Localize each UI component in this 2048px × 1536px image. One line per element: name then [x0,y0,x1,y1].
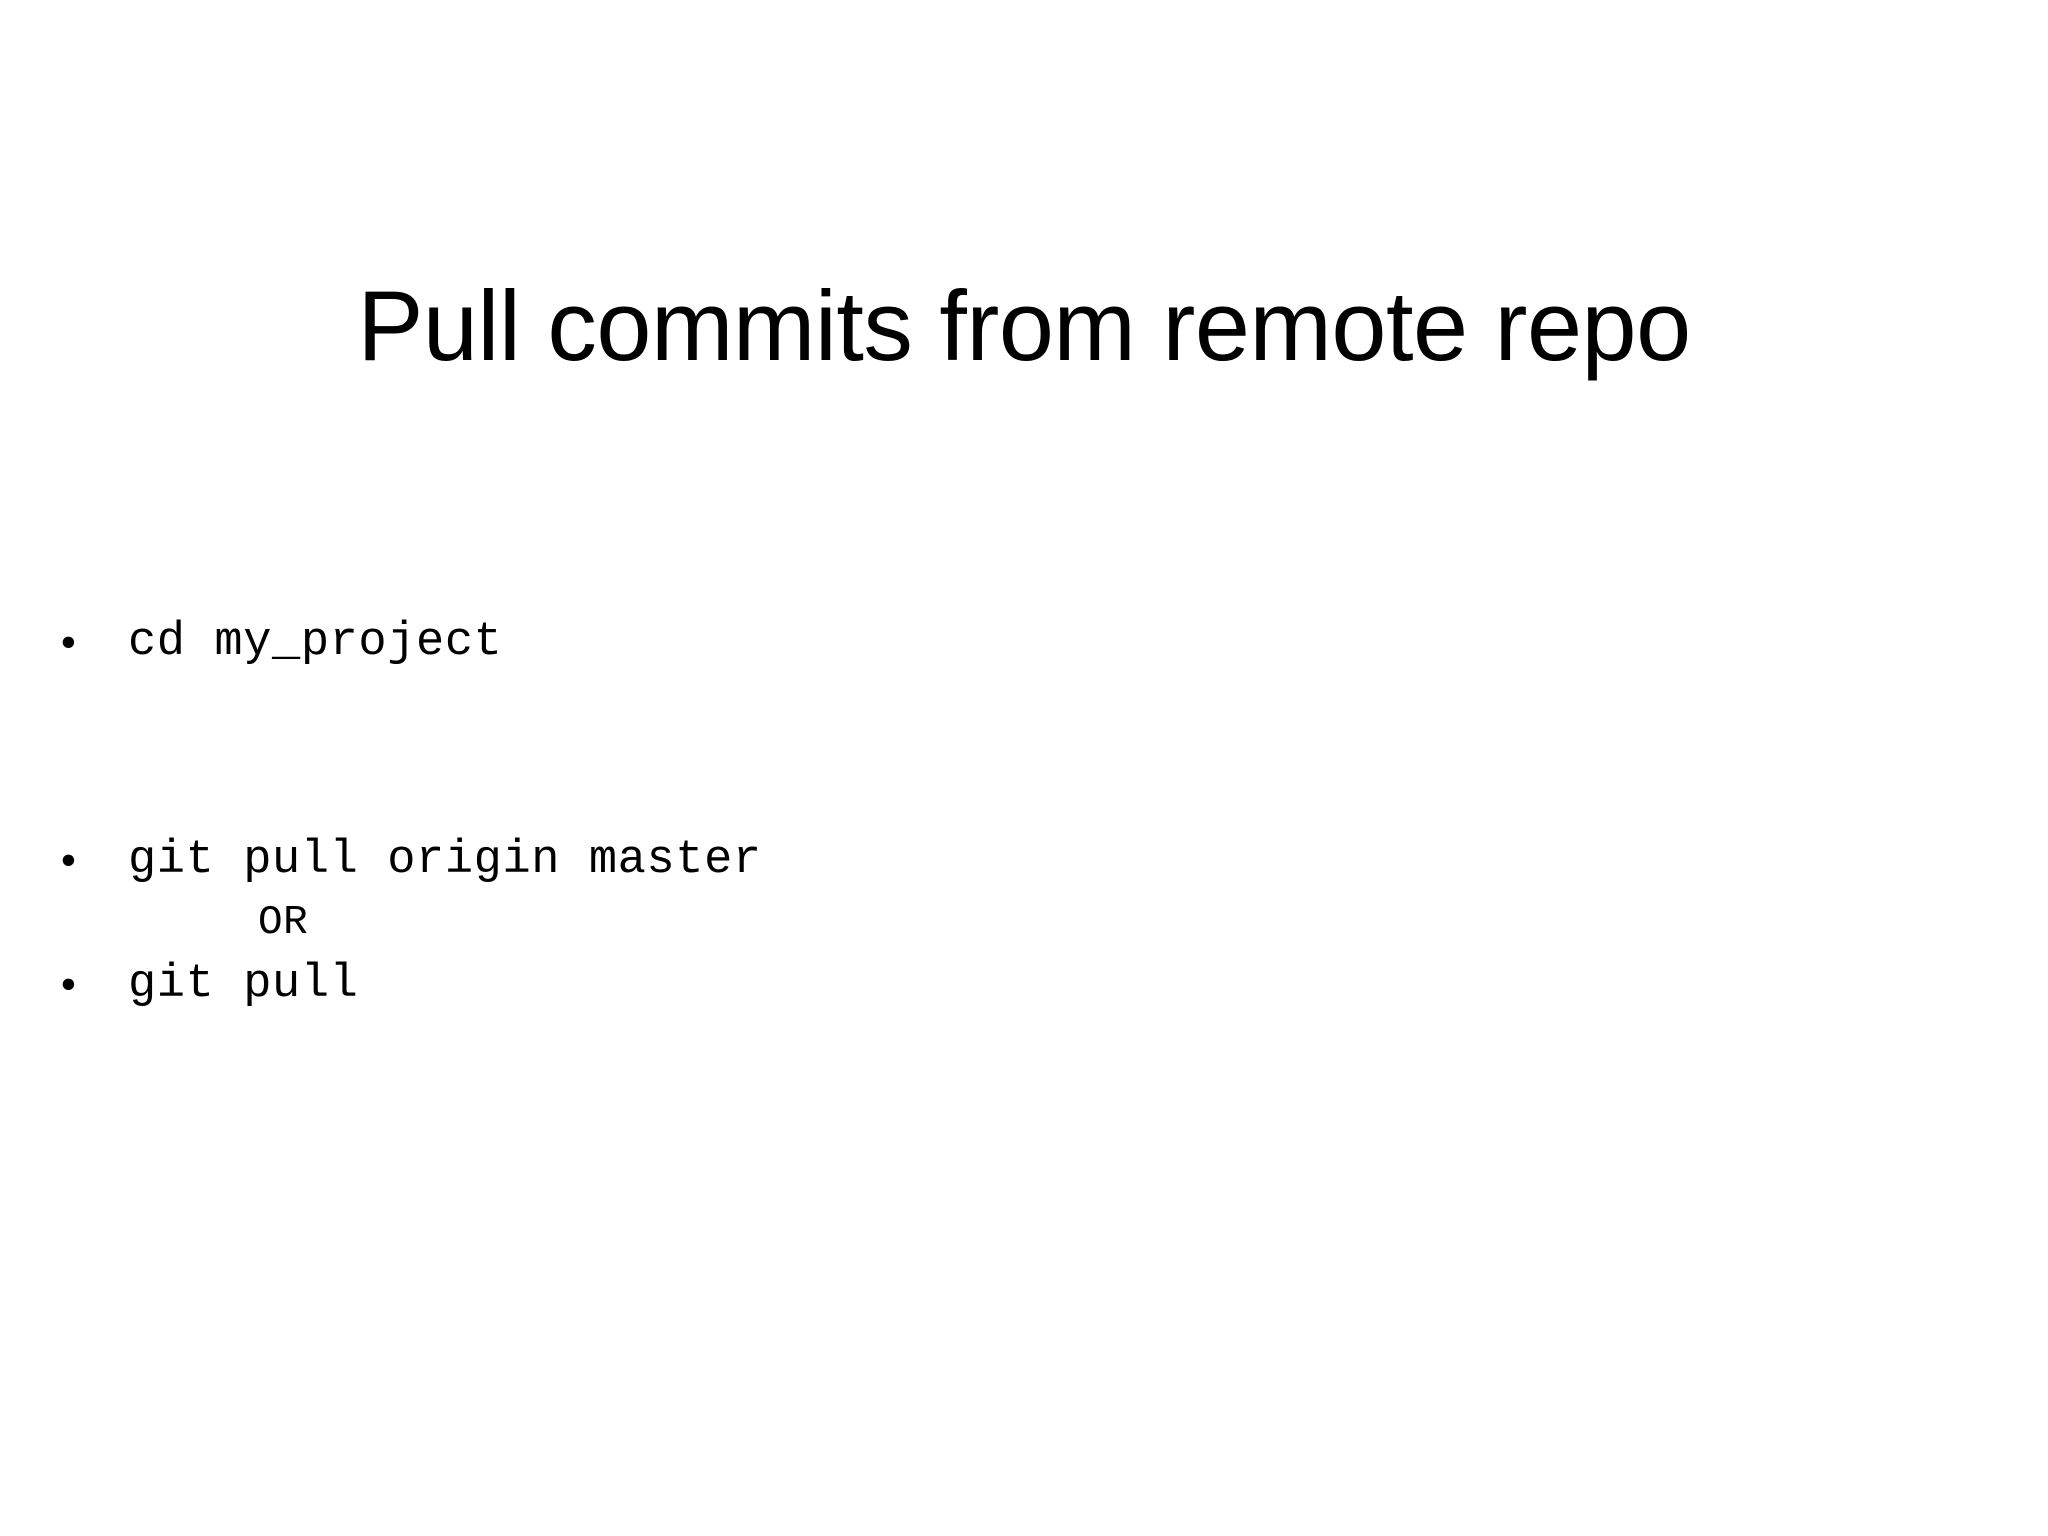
connector-label: OR [258,900,309,946]
list-item-label: cd my_project [128,616,503,669]
list-spacer [0,674,2048,752]
list-item-label: git pull origin master [128,834,762,887]
list-spacer [0,752,2048,830]
page-title: Pull commits from remote repo [357,270,1691,382]
list-item: • git pull origin master [0,830,2048,892]
bullet-point-icon: • [60,958,77,1011]
bullet-point-icon: • [60,616,77,669]
list-item: • git pull [0,954,2048,1016]
list-item: • cd my_project [0,612,2048,674]
bullet-list: • cd my_project • git pull origin master… [0,612,2048,1016]
list-item-label: git pull [128,958,359,1011]
bullet-point-icon: • [60,834,77,887]
